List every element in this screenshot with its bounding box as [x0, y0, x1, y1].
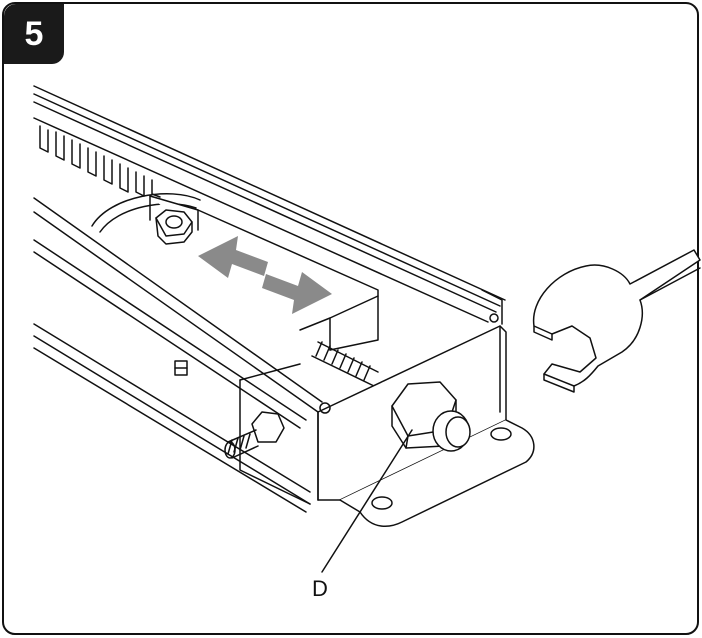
- step-number-badge: 5: [4, 4, 64, 64]
- hex-nut-icon: [155, 209, 193, 245]
- callout-leader: [321, 429, 413, 573]
- base-plate: [339, 419, 535, 527]
- rack-teeth: [39, 125, 161, 198]
- callout-label-d: D: [312, 576, 328, 601]
- threaded-rod: [311, 341, 379, 387]
- pulley: [91, 193, 201, 227]
- wrench-icon: [532, 249, 701, 393]
- rail-bottom: [33, 197, 323, 513]
- rail-top: [33, 85, 506, 323]
- hex-nut-d: [391, 381, 471, 452]
- double-arrow-icon: [198, 236, 332, 314]
- side-bolt: [224, 411, 285, 459]
